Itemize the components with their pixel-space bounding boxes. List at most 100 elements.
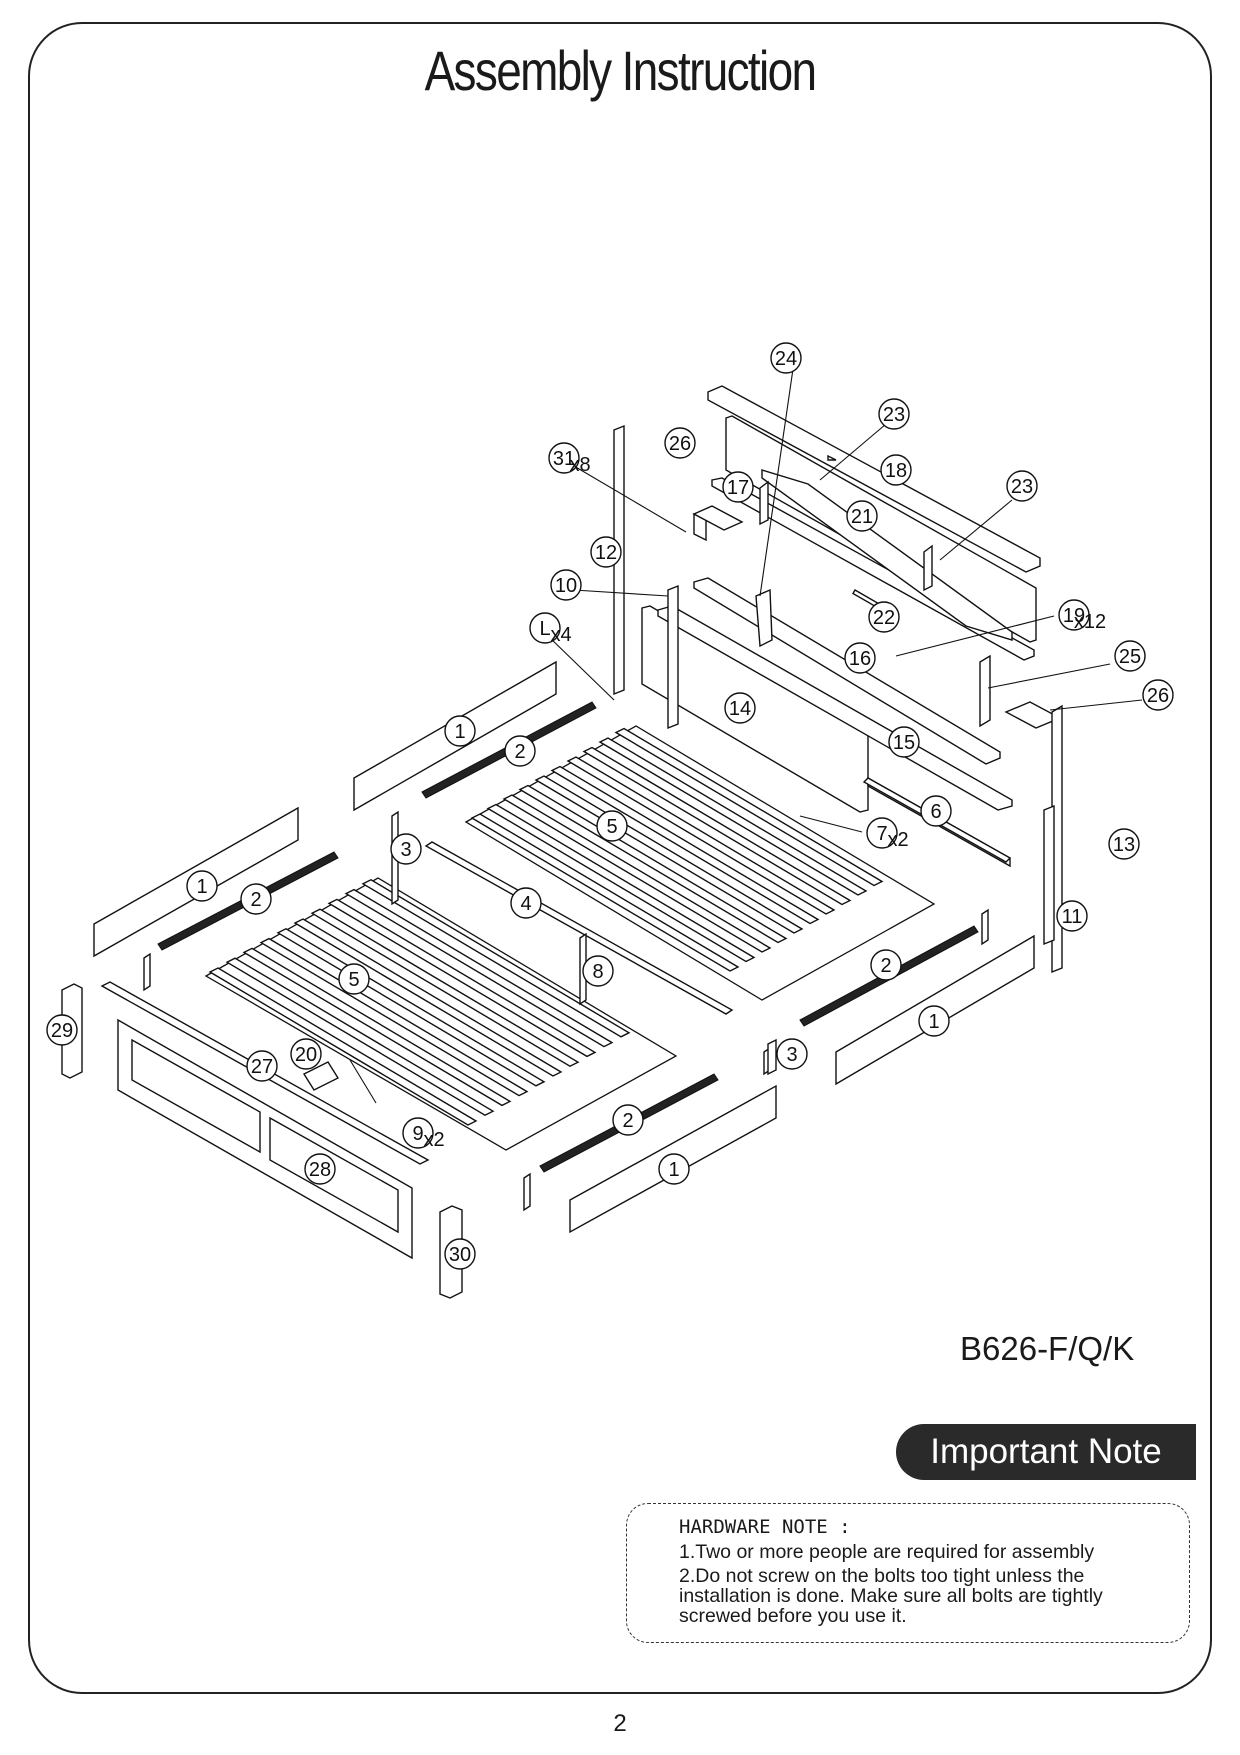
callout-part-20: 20 (290, 1038, 322, 1070)
callout-quantity: x8 (569, 454, 590, 476)
important-note-badge: Important Note (896, 1424, 1196, 1480)
callout-number: 26 (669, 433, 691, 455)
callout-number: 28 (309, 1159, 331, 1181)
callout-part-1: 1 (444, 715, 476, 747)
callout-circle (186, 870, 218, 902)
callout-number: 31 (553, 448, 575, 470)
callout-circle (529, 612, 561, 644)
callout-part-23: 23 (878, 398, 910, 430)
callout-number: 7 (876, 823, 887, 845)
callout-number: 1 (196, 876, 207, 898)
callout-number: 12 (595, 542, 617, 564)
model-number: B626-F/Q/K (960, 1330, 1135, 1367)
callout-circle (504, 735, 536, 767)
callout-circle (1108, 828, 1140, 860)
callout-circle (548, 442, 580, 474)
callout-number: 10 (555, 575, 577, 597)
callout-circle (658, 1153, 690, 1185)
callout-number: L (539, 618, 550, 640)
callout-number: 3 (786, 1044, 797, 1066)
callout-number: 19 (1063, 605, 1085, 627)
callout-part-10: 10 (550, 569, 582, 601)
callout-circle (240, 883, 272, 915)
callout-circle (402, 1117, 434, 1149)
callout-part-15: 15 (888, 726, 920, 758)
callout-circle (338, 963, 370, 995)
callout-part-1: 1 (658, 1153, 690, 1185)
callout-number: 25 (1119, 646, 1141, 668)
callout-circle (246, 1050, 278, 1082)
callout-circle (724, 692, 756, 724)
callout-circle (722, 471, 754, 503)
callout-part-24: 24 (770, 342, 802, 374)
callout-circle (390, 833, 422, 865)
slat (293, 918, 563, 1077)
callout-part-25: 25 (1114, 640, 1146, 672)
hardware-note-box: HARDWARE NOTE : 1.Two or more people are… (626, 1503, 1190, 1643)
callout-part-3: 3 (776, 1038, 808, 1070)
callout-circle (920, 795, 952, 827)
slat (566, 756, 836, 915)
callout-number: 16 (849, 648, 871, 670)
callout-part-14: 14 (724, 692, 756, 724)
callout-number: 2 (514, 741, 525, 763)
callout-number: 1 (928, 1011, 939, 1033)
callout-circle (770, 342, 802, 374)
callout-number: 26 (1147, 685, 1169, 707)
slat (361, 879, 631, 1038)
callout-quantity: x12 (1074, 611, 1106, 633)
callout-number: 30 (449, 1244, 471, 1266)
callout-part-11: 11 (1056, 900, 1088, 932)
slats (208, 727, 884, 1126)
callout-number: 4 (520, 893, 531, 915)
callout-part-29: 29 (46, 1014, 78, 1046)
callout-part-2: 2 (612, 1104, 644, 1136)
callout-number: 5 (348, 969, 359, 991)
callout-number: 18 (885, 460, 907, 482)
callout-circle (664, 427, 696, 459)
callout-circle (844, 642, 876, 674)
page-number: 2 (613, 1710, 627, 1737)
slat (502, 794, 772, 953)
callout-number: 8 (592, 961, 603, 983)
callout-number: 29 (51, 1020, 73, 1042)
callout-number: 24 (775, 348, 797, 370)
callout-circle (846, 500, 878, 532)
slat (344, 888, 614, 1048)
callout-part-5: 5 (596, 810, 628, 842)
callout-number: 27 (251, 1056, 273, 1078)
callout-part-16: 16 (844, 642, 876, 674)
callout-part-2: 2 (870, 949, 902, 981)
callout-part-8: 8 (582, 955, 614, 987)
callout-circle (868, 601, 900, 633)
callout-circle (866, 817, 898, 849)
callout-part-23: 23 (1006, 470, 1038, 502)
callout-number: 1 (454, 721, 465, 743)
callout-circle (46, 1014, 78, 1046)
callout-circle (582, 955, 614, 987)
hardware-note-heading: HARDWARE NOTE : (679, 1516, 851, 1538)
callout-part-26: 26 (664, 427, 696, 459)
callout-number: 2 (880, 955, 891, 977)
callout-circle (510, 887, 542, 919)
callout-number: 20 (295, 1044, 317, 1066)
callout-number: 2 (622, 1110, 633, 1132)
callout-number: 14 (729, 698, 751, 720)
callout-number: 3 (400, 839, 411, 861)
slat-frame-back (464, 725, 936, 1001)
callout-circle (880, 454, 912, 486)
callout-number: 23 (883, 404, 905, 426)
callout-quantity: x2 (423, 1129, 444, 1151)
slat (598, 737, 868, 896)
callout-number: 5 (606, 816, 617, 838)
callout-number: 9 (412, 1123, 423, 1145)
callout-quantity: x2 (887, 829, 908, 851)
slat (518, 784, 788, 944)
callout-number: 11 (1062, 906, 1083, 928)
callout-number: 13 (1113, 834, 1135, 856)
callout-circle (444, 1238, 476, 1270)
callout-circle (1056, 900, 1088, 932)
callout-part-28: 28 (304, 1153, 336, 1185)
